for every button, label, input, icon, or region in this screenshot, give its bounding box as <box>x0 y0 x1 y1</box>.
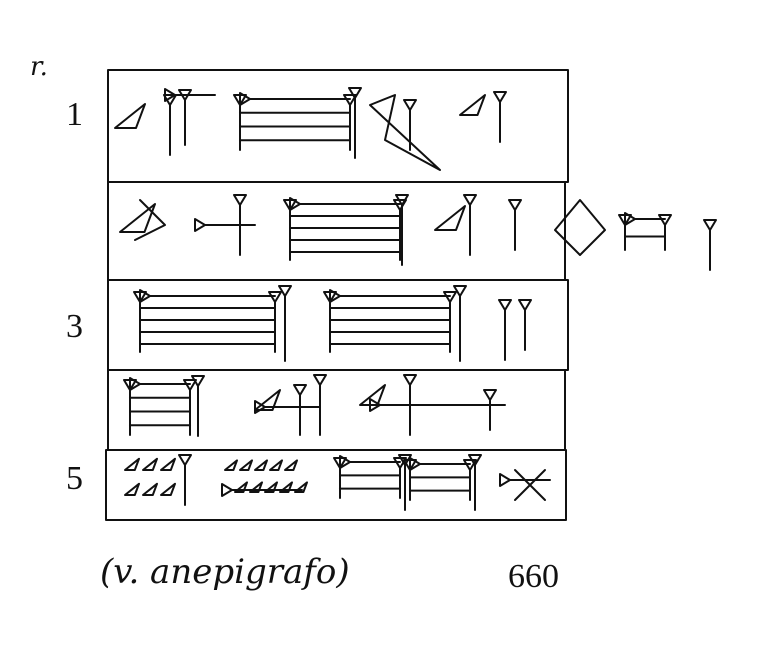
wedge-stroke <box>339 455 401 469</box>
wedge-stroke <box>124 482 140 496</box>
wedge-stroke <box>284 459 298 471</box>
line-number-5: 5 <box>66 460 83 497</box>
wedge-stroke <box>254 459 268 471</box>
wedge-stroke <box>142 457 158 471</box>
wedge-stroke <box>434 205 466 231</box>
wedge-stroke <box>139 289 276 303</box>
wedge-stroke <box>359 384 386 406</box>
wedge-stroke <box>279 481 293 493</box>
wedge-stroke <box>658 214 672 251</box>
wedge-stroke <box>289 197 401 211</box>
wedge-stroke <box>160 457 176 471</box>
wedge-stroke <box>395 194 409 266</box>
line-box-2 <box>107 181 566 281</box>
wedge-stroke <box>224 459 238 471</box>
wedge-stroke <box>119 203 156 233</box>
wedge-stroke <box>463 194 477 256</box>
side-label-recto: r. <box>30 52 48 82</box>
wedge-stroke <box>278 285 292 362</box>
wedge-stroke <box>164 88 216 102</box>
line-box-4 <box>107 369 566 451</box>
line-box-5 <box>105 449 567 521</box>
wedge-stroke <box>160 482 176 496</box>
wedge-stroke <box>129 377 191 391</box>
wedge-stroke <box>443 291 457 353</box>
wedge-stroke <box>293 384 307 436</box>
wedge-stroke <box>264 481 278 493</box>
wedge-stroke <box>329 289 451 303</box>
wedge-stroke <box>403 374 417 436</box>
wedge-stroke <box>234 481 248 493</box>
line-boxes <box>105 69 569 521</box>
wedge-stroke <box>624 212 666 226</box>
wedge-stroke <box>221 483 303 497</box>
wedge-stroke <box>254 389 281 411</box>
wedge-stroke <box>463 459 477 501</box>
wedge-stroke <box>498 299 512 361</box>
wedge-stroke <box>124 457 140 471</box>
wedge-stroke <box>483 389 497 431</box>
wedge-stroke <box>239 459 253 471</box>
wedge-stroke <box>134 199 166 241</box>
wedge-stroke <box>514 469 546 501</box>
wedge-stroke <box>239 92 351 106</box>
wedge-stroke <box>313 374 327 436</box>
wedge-stroke <box>163 94 177 156</box>
line-number-1: 1 <box>66 96 83 133</box>
wedge-stroke <box>191 375 205 437</box>
wedge-stroke <box>348 87 362 159</box>
wedge-stroke <box>459 94 486 116</box>
wedge-stroke <box>114 103 146 129</box>
wedge-stroke <box>178 89 192 146</box>
cuneiform-signs <box>114 87 717 511</box>
wedge-stroke <box>369 398 506 412</box>
wedge-stroke <box>268 291 282 353</box>
wedge-stroke <box>194 218 256 232</box>
wedge-stroke <box>233 194 247 256</box>
wedge-stroke <box>178 454 192 506</box>
wedge-stroke <box>403 99 417 151</box>
line-box-3 <box>107 279 569 371</box>
line-number-3: 3 <box>66 308 83 345</box>
wedge-stroke <box>254 400 321 414</box>
wedge-stroke <box>249 481 263 493</box>
verso-note: (v. anepigrafo) <box>100 552 350 592</box>
wedge-stroke <box>468 454 482 511</box>
wedge-stroke <box>453 285 467 362</box>
text-number: 660 <box>508 558 559 595</box>
wedge-stroke <box>554 199 606 256</box>
wedge-stroke <box>499 473 551 487</box>
wedge-stroke <box>294 481 308 493</box>
wedge-stroke <box>183 379 197 436</box>
wedge-stroke <box>343 94 357 151</box>
wedge-stroke <box>703 219 717 271</box>
wedge-stroke <box>409 457 471 471</box>
wedge-stroke <box>369 94 441 171</box>
wedge-stroke <box>508 199 522 251</box>
wedge-stroke <box>269 459 283 471</box>
wedge-stroke <box>518 299 532 351</box>
wedge-stroke <box>493 91 507 143</box>
wedge-stroke <box>142 482 158 496</box>
